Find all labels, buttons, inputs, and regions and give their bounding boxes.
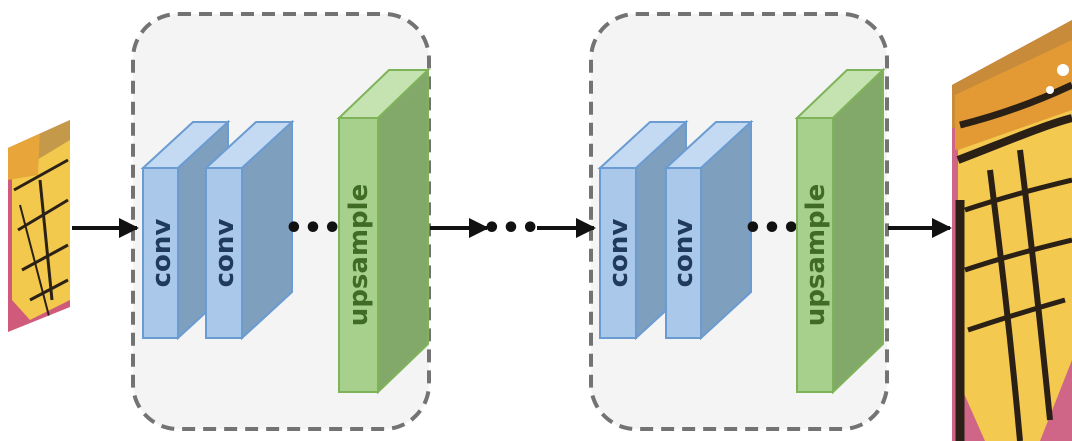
input-butterfly-image — [8, 120, 70, 332]
between-stages-ellipsis: ••• — [482, 211, 540, 246]
stage-1-conv-block-2: conv — [203, 119, 295, 341]
upsample-label: upsample — [344, 184, 374, 326]
output-butterfly-image — [952, 20, 1072, 441]
stage-2-upsample-block: upsample — [794, 67, 886, 395]
conv-label: conv — [147, 219, 177, 288]
conv-label: conv — [604, 219, 634, 288]
conv-label: conv — [210, 219, 240, 288]
upsample-label: upsample — [801, 184, 831, 326]
stage-2-conv-block-2: conv — [663, 119, 754, 341]
stage-1-upsample-block: upsample — [336, 67, 431, 395]
stage-2-ellipsis: ••• — [743, 211, 801, 246]
conv-label: conv — [669, 219, 699, 288]
stage-1-ellipsis: ••• — [284, 211, 342, 246]
